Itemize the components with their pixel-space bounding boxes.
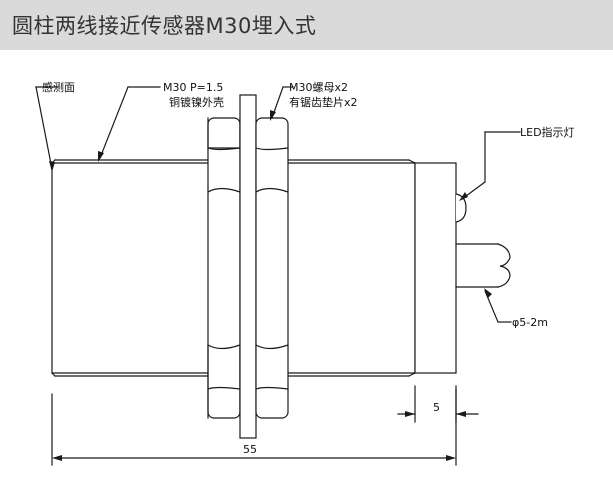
housing-label: 铜镀镍外壳 <box>169 95 224 109</box>
right-nut <box>255 117 289 419</box>
dimension-rear-section: 5 <box>433 401 440 414</box>
cable-leader <box>484 290 512 323</box>
page-title: 圆柱两线接近传感器M30埋入式 <box>12 14 317 38</box>
nut-label: M30螺母x2 <box>289 81 348 94</box>
cable-label: φ5-2m <box>512 316 548 329</box>
rear-section <box>414 162 457 374</box>
cable <box>455 243 511 288</box>
led-indicator <box>455 193 467 223</box>
sensing-face-leader <box>35 86 59 170</box>
left-nut <box>207 117 241 419</box>
washer-label: 有锯齿垫片x2 <box>289 95 358 109</box>
led-leader <box>461 131 521 200</box>
header-bar: 圆柱两线接近传感器M30埋入式 <box>0 0 613 50</box>
arrowheads <box>49 110 492 461</box>
led-label: LED指示灯 <box>520 125 575 139</box>
sensing-face-label: 感测面 <box>42 81 75 94</box>
thread-leader <box>99 86 161 159</box>
dimension-total-length: 55 <box>243 443 257 456</box>
thread-label: M30 P=1.5 <box>163 81 223 94</box>
washer-plate <box>239 94 257 439</box>
dimension-5 <box>397 385 479 423</box>
